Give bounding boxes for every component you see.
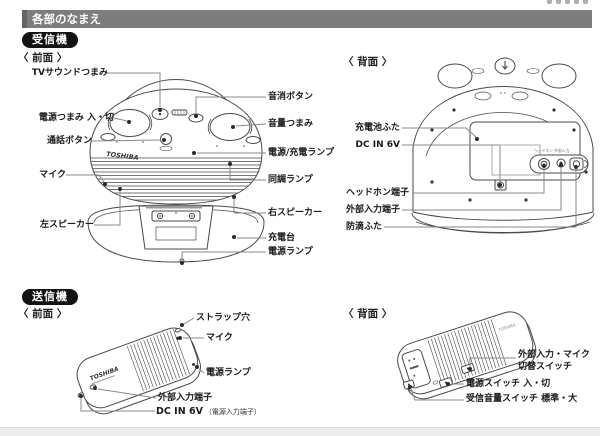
transmitter-back-diagram: TOSHIBA	[397, 311, 537, 400]
cropped-print-fragment	[547, 0, 588, 4]
receiver-body	[89, 88, 263, 205]
transmitter-grille	[126, 329, 190, 392]
dc-in-jack	[494, 179, 507, 191]
receiver-back-diagram: ヘッドホン 外部入力	[411, 57, 595, 234]
label-battery-cover: 充電池ふた	[354, 123, 400, 133]
label-aux-input-jack: 外部入力端子	[346, 205, 401, 215]
transmitter-badge: 送信機	[22, 289, 78, 305]
stand-power-lamp	[179, 258, 185, 264]
label-splash-cover: 防滴ふた	[346, 222, 383, 232]
label-stand-power-lamp: 電源ランプ	[268, 247, 313, 257]
dc-in-text: DC IN 6V	[156, 406, 203, 417]
page-title: 各部のなまえ	[32, 12, 101, 26]
receiver-back-heading: 〈 背面 〉	[343, 56, 393, 68]
strap-hole	[174, 328, 181, 333]
receiver-badge: 受信機	[22, 32, 78, 48]
transmitter-back-brand-text: TOSHIBA	[497, 322, 517, 333]
transmitter-power-lamp	[191, 362, 195, 366]
label-transmitter-mic: マイク	[206, 333, 233, 343]
label-volume-knob: 音量つまみ	[268, 119, 314, 129]
label-left-speaker: 左スピーカー	[39, 220, 94, 230]
transmitter-back-grille	[427, 319, 507, 386]
label-headphone-jack: ヘッドホン端子	[346, 188, 410, 198]
label-tuning-lamp: 同調ランプ	[268, 175, 313, 185]
page-bottom-edge	[0, 427, 600, 436]
transmitter-dc-jack	[77, 392, 85, 398]
label-mic: マイク	[39, 170, 66, 180]
label-volume-switch: 受信音量スイッチ 標準・大	[466, 394, 578, 404]
volume-knob	[209, 113, 251, 141]
mute-button	[188, 113, 204, 123]
speaker-grille	[90, 157, 262, 201]
transmitter-front-heading: 〈 前面 〉	[18, 308, 68, 320]
label-selector-switch-line1: 外部入力・マイク	[518, 350, 590, 360]
label-talk-button: 通話ボタン	[46, 136, 92, 146]
section-header-bar: 各部のなまえ	[22, 10, 592, 28]
label-tv-sound-knob: TVサウンドつまみ	[31, 68, 108, 78]
label-power-charge-lamp: 電源/充電ランプ	[268, 148, 335, 158]
label-transmitter-power-lamp: 電源ランプ	[206, 368, 251, 378]
label-strap-hole: ストラップ穴	[196, 313, 251, 323]
receiver-front-heading: 〈 前面 〉	[18, 52, 68, 64]
label-transmitter-aux-jack: 外部入力端子	[158, 393, 213, 403]
label-mute-button: 音消ボタン	[268, 92, 314, 102]
label-power-knob: 電源つまみ 入・切	[38, 113, 114, 123]
label-power-switch: 電源スイッチ 入・切	[466, 379, 551, 389]
dc-in-sub-text: （電源入力端子）	[204, 408, 261, 416]
receiver-front-diagram: TOSHIBA	[87, 79, 265, 264]
header-bar-edge	[22, 10, 27, 28]
label-right-speaker: 右スピーカー	[268, 208, 323, 218]
label-transmitter-dc-in: DC IN 6V （電源入力端子）	[156, 406, 261, 417]
charging-stand	[87, 204, 265, 264]
talk-button	[160, 133, 172, 145]
power-knob	[109, 109, 151, 137]
receiver-brand-text: TOSHIBA	[106, 150, 139, 162]
label-selector-switch-line2: 切替スイッチ	[518, 362, 573, 372]
label-dc-in-6v-receiver: DC IN 6V	[355, 140, 400, 150]
label-charging-stand: 充電台	[268, 233, 296, 243]
splash-cover-cap	[569, 157, 584, 171]
jack-panel-marking: ヘッドホン 外部入力	[534, 148, 570, 153]
transmitter-back-heading: 〈 背面 〉	[343, 308, 393, 320]
